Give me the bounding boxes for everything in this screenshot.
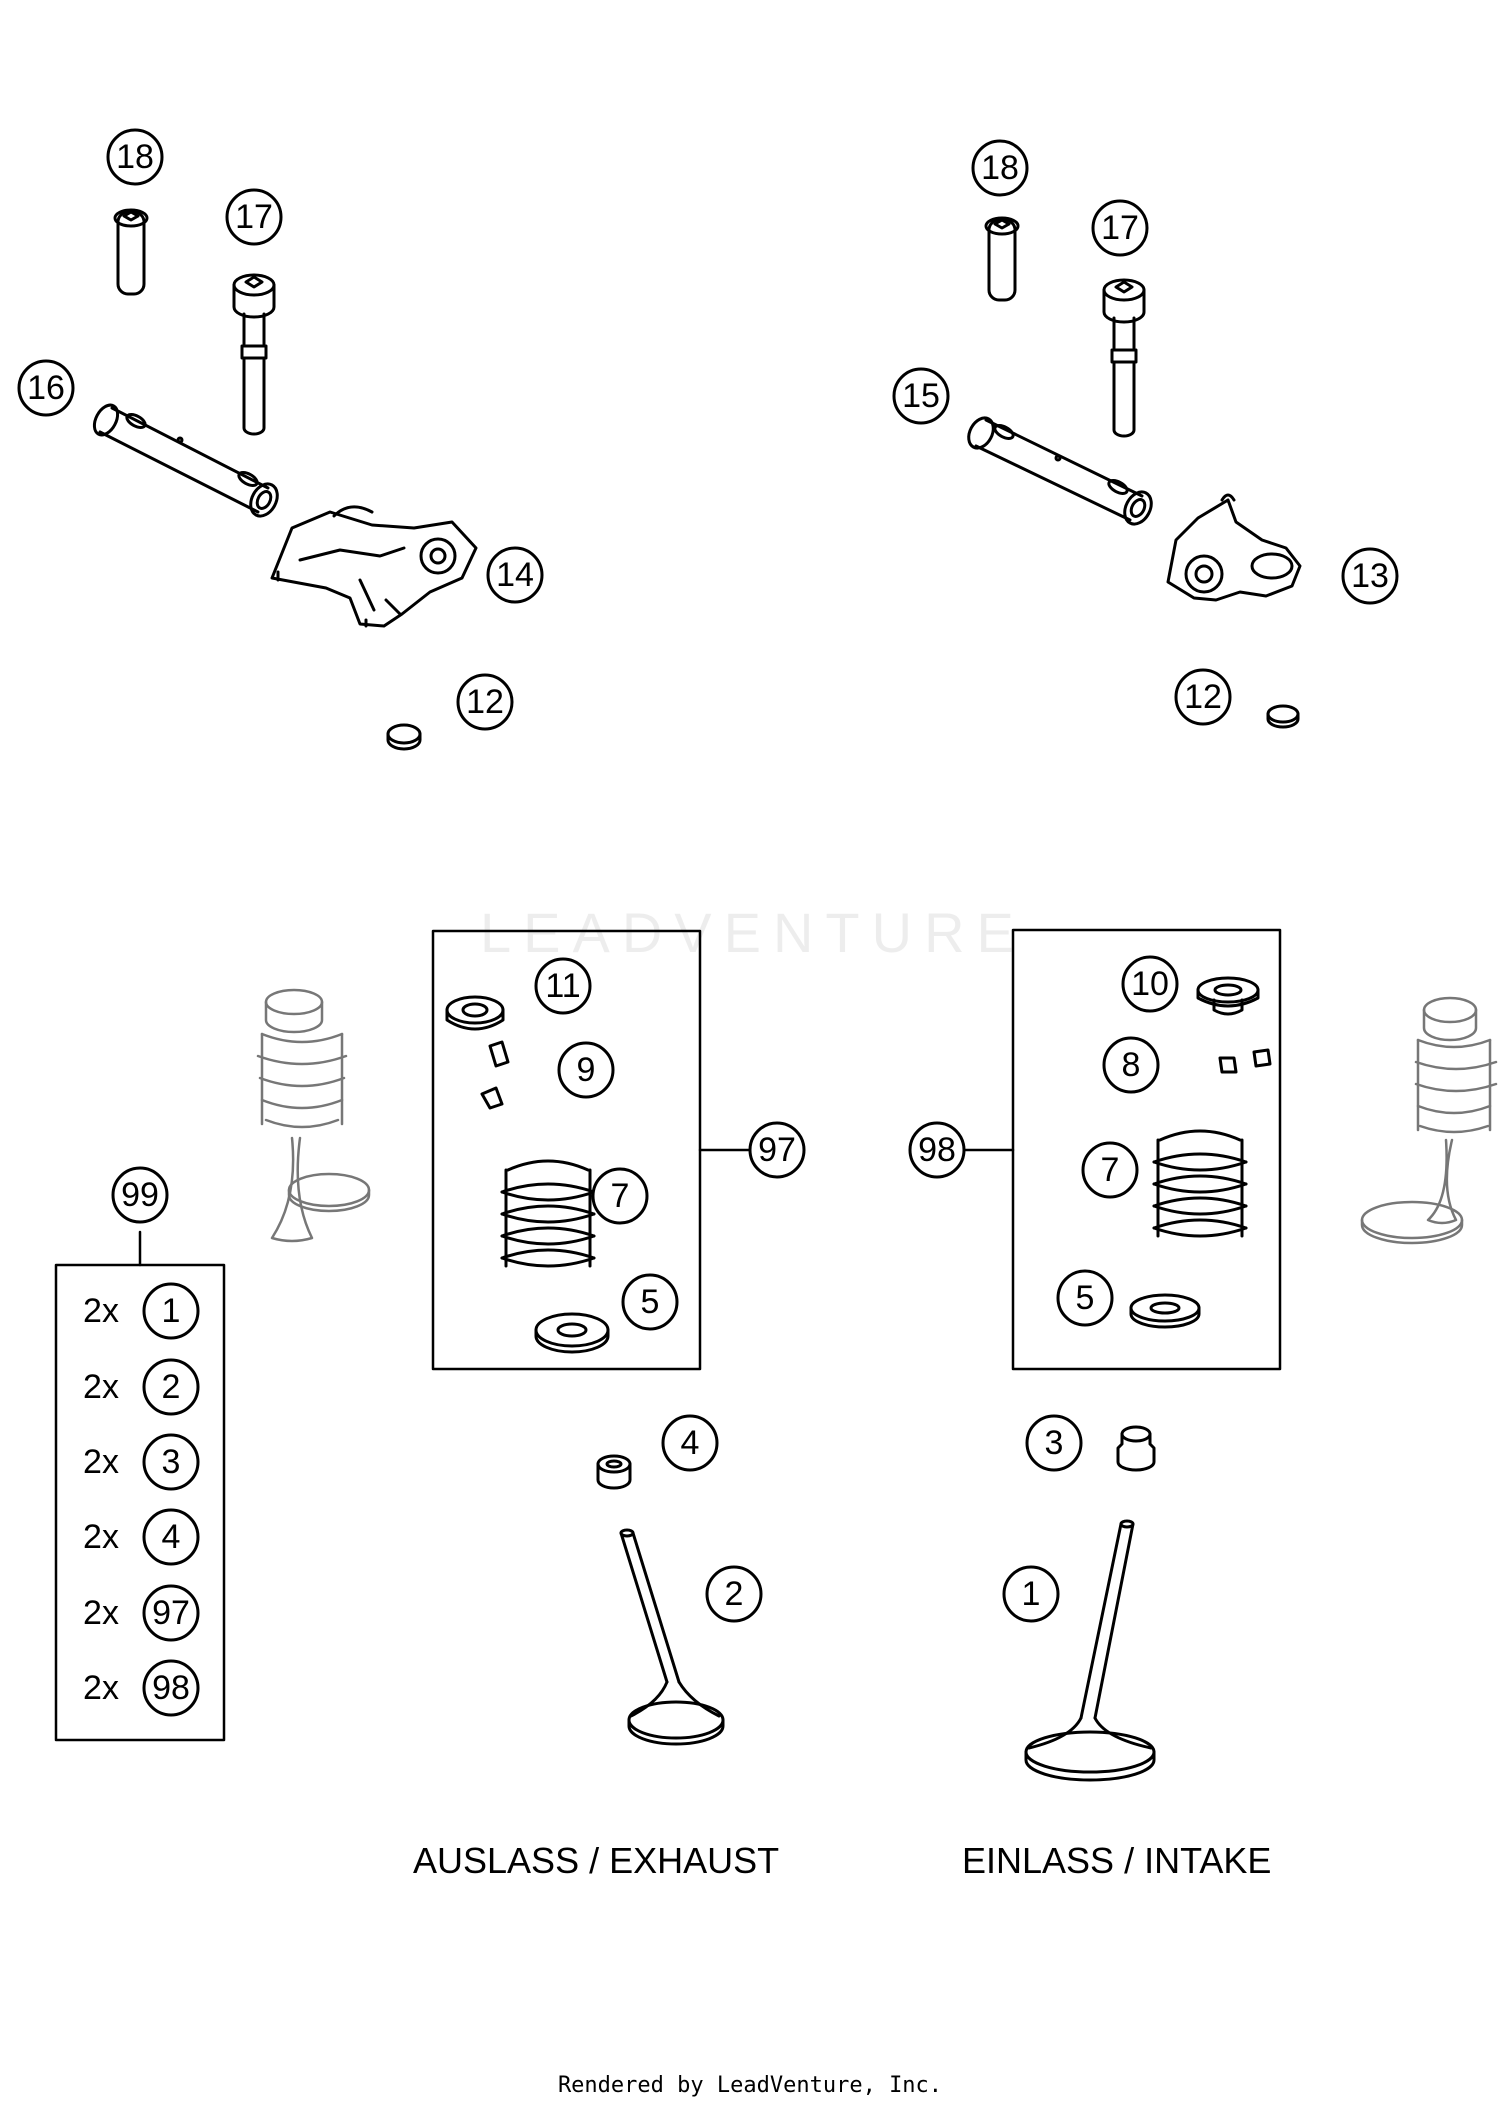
render-credit: Rendered by LeadVenture, Inc. [557, 2073, 943, 2098]
callout-97[interactable]: 97 [758, 1131, 796, 1169]
spring-seat-intake[interactable] [1129, 1293, 1201, 1329]
spring-seat-exhaust[interactable] [534, 1312, 610, 1354]
callout-10[interactable]: 10 [1131, 965, 1169, 1003]
callout-14[interactable]: 14 [496, 556, 534, 594]
callout-circle-1 [1002, 1565, 1060, 1623]
callout-circle-99 [111, 1166, 169, 1224]
callout-circle-11 [534, 957, 592, 1015]
callout-3[interactable]: 3 [1045, 1424, 1064, 1462]
callout-9[interactable]: 9 [577, 1051, 596, 1089]
callout-12-intake[interactable]: 12 [1184, 678, 1222, 716]
callout-8[interactable]: 8 [1122, 1046, 1141, 1084]
set-circle-4 [142, 1508, 200, 1566]
set-qty-6: 2x [83, 1669, 119, 1707]
callout-circle-5-intake [1056, 1269, 1114, 1327]
callout-99[interactable]: 99 [121, 1176, 159, 1214]
valve-keys-exhaust[interactable] [480, 1040, 510, 1110]
callout-12-exhaust[interactable]: 12 [466, 683, 504, 721]
valve-stem-seal-exhaust[interactable] [596, 1454, 632, 1490]
callout-circle-10 [1121, 955, 1179, 1013]
callout-circle-17-exhaust [225, 188, 283, 246]
callout-17-intake[interactable]: 17 [1101, 209, 1139, 247]
adjust-pad-exhaust[interactable] [386, 723, 422, 751]
exhaust-label: AUSLASS / EXHAUST [413, 1840, 780, 1881]
callout-circle-8 [1102, 1036, 1160, 1094]
rocker-shaft-exhaust[interactable] [90, 401, 283, 520]
valve-keys-intake[interactable] [1218, 1048, 1272, 1074]
set-circle-1 [142, 1282, 200, 1340]
callout-circle-18-exhaust [106, 128, 164, 186]
callout-circle-4 [661, 1414, 719, 1472]
valve-stem-seal-intake[interactable] [1116, 1425, 1156, 1472]
callout-circle-18-intake [971, 139, 1029, 197]
callout-circle-16 [17, 359, 75, 417]
bolt-small-intake[interactable] [984, 216, 1020, 302]
callout-11[interactable]: 11 [545, 967, 580, 1005]
bolt-long-exhaust[interactable] [232, 273, 276, 436]
callout-1[interactable]: 1 [1022, 1575, 1041, 1613]
callout-18-intake[interactable]: 18 [981, 149, 1019, 187]
valve-spring-intake[interactable] [1152, 1129, 1248, 1238]
callout-18-exhaust[interactable]: 18 [116, 138, 154, 176]
set-ref-6[interactable]: 98 [152, 1669, 190, 1707]
set-contents-box [54, 1263, 226, 1742]
set-ref-3[interactable]: 3 [162, 1443, 181, 1481]
callout-circle-5-exhaust [621, 1273, 679, 1331]
callout-circle-7-intake [1081, 1141, 1139, 1199]
spring-retainer-exhaust[interactable] [445, 995, 505, 1031]
set-circle-6 [142, 1659, 200, 1717]
callout-circle-97 [748, 1121, 806, 1179]
callout-circle-17-intake [1091, 199, 1149, 257]
set-ref-1[interactable]: 1 [162, 1292, 181, 1330]
callout-circle-7-exhaust [591, 1167, 649, 1225]
callout-16[interactable]: 16 [27, 369, 65, 407]
callout-13[interactable]: 13 [1351, 557, 1389, 595]
rocker-shaft-intake[interactable] [964, 414, 1157, 529]
callout-7-intake[interactable]: 7 [1101, 1151, 1120, 1189]
callout-4[interactable]: 4 [681, 1424, 700, 1462]
spring-retainer-intake[interactable] [1196, 976, 1260, 1016]
set-circle-3 [142, 1433, 200, 1491]
callout-5-intake[interactable]: 5 [1076, 1279, 1095, 1317]
callout-2[interactable]: 2 [725, 1575, 744, 1613]
set-ref-5[interactable]: 97 [152, 1594, 190, 1632]
set-qty-4: 2x [83, 1518, 119, 1556]
exhaust-valve-assembly-illustration [256, 988, 371, 1243]
set-circle-5 [142, 1584, 200, 1642]
callout-17-exhaust[interactable]: 17 [235, 198, 273, 236]
callout-98[interactable]: 98 [918, 1131, 956, 1169]
callout-circle-15 [892, 367, 950, 425]
intake-valve-assembly-illustration [1360, 996, 1498, 1245]
callout-circle-2 [705, 1565, 763, 1623]
set-qty-1: 2x [83, 1292, 119, 1330]
callout-circle-12-intake [1174, 668, 1232, 726]
intake-valve[interactable] [1024, 1519, 1156, 1782]
adjust-pad-intake[interactable] [1266, 704, 1300, 729]
set-qty-5: 2x [83, 1594, 119, 1632]
set-qty-2: 2x [83, 1368, 119, 1406]
set-circle-2 [142, 1358, 200, 1416]
exhaust-valve[interactable] [619, 1528, 725, 1746]
bolt-small-exhaust[interactable] [113, 208, 149, 296]
callout-circle-3 [1025, 1414, 1083, 1472]
set-qty-3: 2x [83, 1443, 119, 1481]
set-ref-2[interactable]: 2 [162, 1368, 181, 1406]
callout-circle-13 [1341, 547, 1399, 605]
callout-5-exhaust[interactable]: 5 [641, 1283, 660, 1321]
callout-15[interactable]: 15 [902, 377, 940, 415]
callout-circle-9 [557, 1041, 615, 1099]
callout-7-exhaust[interactable]: 7 [611, 1177, 630, 1215]
intake-label: EINLASS / INTAKE [962, 1840, 1272, 1881]
callout-circle-12-exhaust [456, 673, 514, 731]
rocker-arm-intake[interactable] [1166, 493, 1302, 602]
set-ref-4[interactable]: 4 [162, 1518, 181, 1556]
valve-spring-exhaust[interactable] [500, 1159, 596, 1268]
callout-circle-98 [908, 1121, 966, 1179]
bolt-long-intake[interactable] [1102, 278, 1146, 438]
rocker-arm-exhaust[interactable] [270, 505, 478, 628]
callout-circle-14 [486, 546, 544, 604]
